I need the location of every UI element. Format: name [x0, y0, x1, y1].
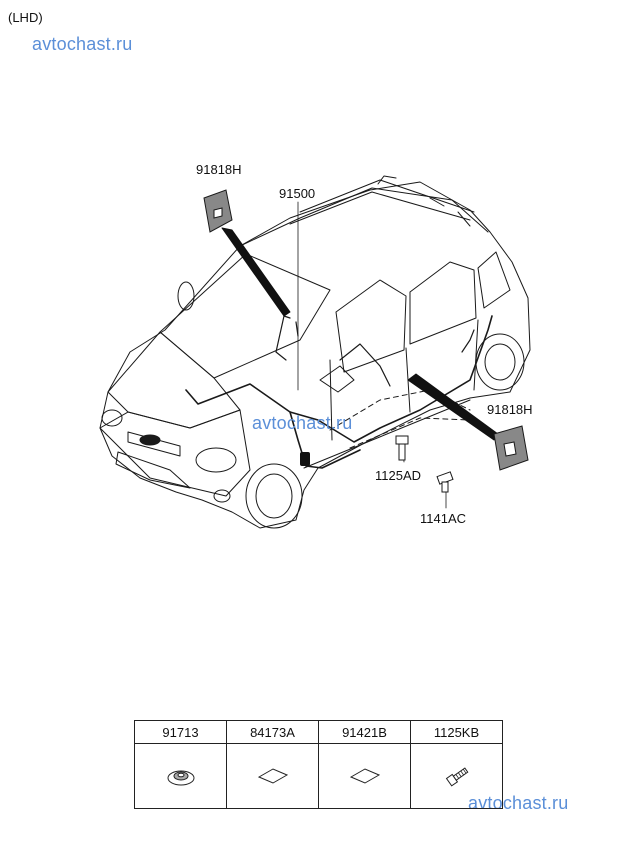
grommet-91818h-top: [203, 189, 233, 233]
grille-upper: [127, 431, 181, 457]
side-mirror: [319, 365, 355, 393]
part-image-cell: [134, 743, 227, 809]
wire-harness: [185, 315, 493, 443]
part-number-cell[interactable]: 91713: [134, 720, 227, 744]
front-door-window: [335, 279, 407, 373]
front-wheel: [245, 463, 303, 529]
roof-rail: [289, 179, 475, 225]
part-number-cell[interactable]: 84173A: [226, 720, 319, 744]
watermark-top: avtochast.ru: [32, 34, 133, 54]
rear-door-window: [409, 261, 477, 345]
parts-table: 91713 84173A 91421B 1125KB: [134, 720, 503, 809]
mirror-glass: [177, 281, 195, 311]
roof-line: [239, 187, 489, 247]
front-fascia: [99, 409, 251, 497]
callout-91818h-top[interactable]: 91818H: [196, 162, 242, 177]
fog-light: [213, 489, 231, 503]
grille: [115, 451, 191, 489]
grommet-icon: [167, 770, 194, 786]
part-number-cell[interactable]: 91421B: [318, 720, 411, 744]
part-image-cell: [226, 743, 319, 809]
screw-1141ac: [436, 471, 454, 493]
watermark-middle: avtochast.ru: [252, 413, 353, 433]
callout-1141ac[interactable]: 1141AC: [420, 511, 467, 526]
bolt-1125ad: [395, 435, 409, 461]
callout-91500[interactable]: 91500: [279, 186, 316, 201]
car-body-outline: [99, 181, 531, 529]
headlight-right: [101, 409, 123, 427]
grommet-91818h-right: [493, 425, 529, 471]
bolt-icon: [445, 767, 468, 787]
leader-91818h-top: [221, 227, 291, 317]
sill-line: [303, 399, 471, 469]
headlight-left: [195, 447, 237, 473]
part-image-cell: [410, 743, 503, 809]
floor-dashes: [329, 389, 471, 449]
hood: [107, 331, 241, 429]
part-image-cell: [318, 743, 411, 809]
pad-icon: [349, 768, 380, 784]
connector: [300, 452, 310, 466]
callout-91818h-right[interactable]: 91818H: [487, 402, 533, 417]
part-number-cell[interactable]: 1125KB: [410, 720, 503, 744]
callout-1125ad[interactable]: 1125AD: [375, 468, 422, 483]
pad-icon: [257, 768, 288, 784]
badge: [139, 434, 161, 446]
windshield: [159, 253, 331, 379]
variant-label: (LHD): [8, 10, 43, 25]
quarter-window: [477, 251, 511, 309]
